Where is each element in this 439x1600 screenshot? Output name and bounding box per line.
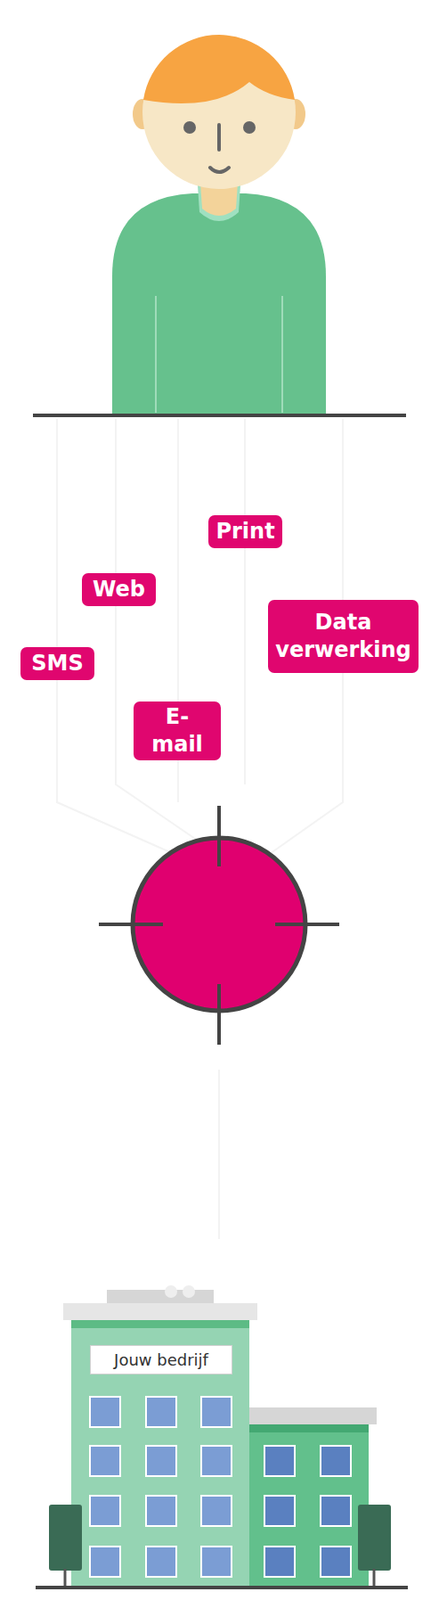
node-text: SMS xyxy=(31,649,83,677)
person-illustration xyxy=(32,34,407,415)
node-text: Web xyxy=(92,575,146,603)
node-text: E-mail xyxy=(140,702,214,758)
target-symbol xyxy=(98,804,340,1044)
channel-tag: E-mail xyxy=(133,700,221,760)
company-sign: Jouw bedrijf xyxy=(89,1343,233,1374)
faint-lines xyxy=(56,418,343,1238)
channel-tag: SMS xyxy=(20,646,95,680)
channel-tag: Data verwerking xyxy=(268,599,419,673)
node-text: Jouw bedrijf xyxy=(113,1349,209,1369)
channel-tag: Web xyxy=(81,572,156,606)
building-illustration xyxy=(35,1284,408,1586)
node-text: Print xyxy=(215,517,275,545)
channel-tag: Print xyxy=(208,514,283,548)
node-text: Data verwerking xyxy=(275,608,412,664)
